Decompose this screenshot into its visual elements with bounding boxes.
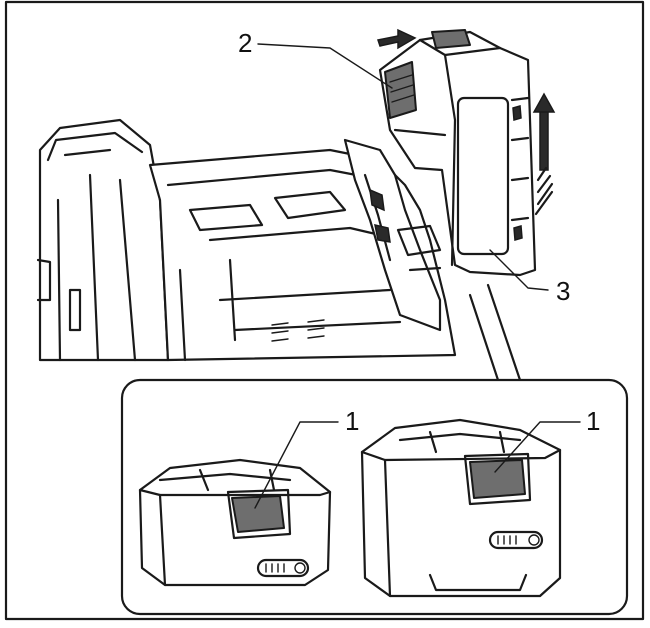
battery-side-panel [456, 96, 510, 256]
zoom-line-right [486, 283, 522, 382]
battery-small [138, 458, 332, 587]
figure-frame [4, 0, 645, 621]
tool-body [36, 118, 457, 362]
callout-3-label: 3 [556, 276, 570, 306]
battery-large [360, 418, 562, 598]
zoom-line-left [468, 293, 500, 382]
battery-large-indicator [488, 530, 544, 550]
callout-1-left-label: 1 [345, 406, 359, 436]
battery-small-indicator [256, 558, 310, 578]
callout-1-right: 1 [494, 406, 600, 473]
slide-direction-arrows [377, 28, 556, 216]
callout-1-right-label: 1 [586, 406, 600, 436]
battery-cartridge-inserting [378, 29, 537, 277]
callout-1-left: 1 [254, 406, 359, 509]
callout-3: 3 [489, 249, 570, 306]
callout-2-label: 2 [238, 28, 252, 58]
callout-2: 2 [238, 28, 393, 89]
